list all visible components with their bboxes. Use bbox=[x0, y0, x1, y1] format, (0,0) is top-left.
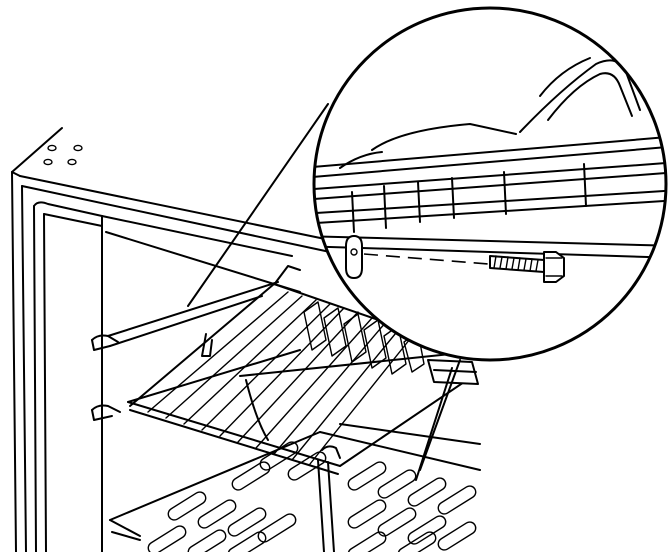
slotted-floor-panel bbox=[109, 431, 481, 552]
wall-bracket-lower bbox=[91, 404, 121, 421]
shelf-support-rods bbox=[245, 379, 341, 552]
mounting-bolt-icon bbox=[489, 251, 565, 283]
callout-leader-lines bbox=[187, 103, 471, 377]
floor-slots bbox=[147, 441, 477, 552]
top-panel-holes bbox=[43, 144, 83, 166]
cabinet-frame bbox=[11, 127, 481, 552]
corner-mounting-bracket bbox=[415, 359, 479, 481]
detail-magnifier bbox=[312, 6, 668, 362]
detail-circle-outline bbox=[312, 6, 668, 362]
shelf-rails bbox=[107, 281, 301, 403]
wall-bracket-upper bbox=[91, 334, 119, 351]
